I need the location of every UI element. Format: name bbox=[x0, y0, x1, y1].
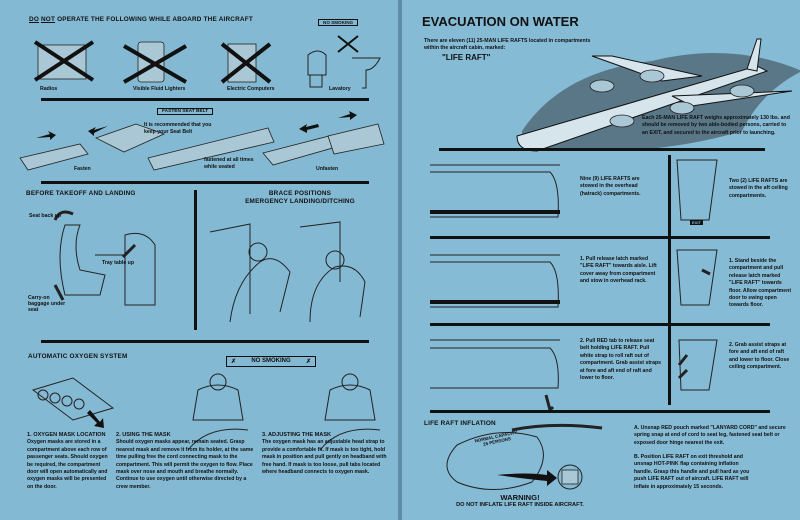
divider bbox=[668, 155, 671, 405]
seatbelt-note-bottom: fastened at all times while seated bbox=[204, 157, 254, 171]
seatbelt-note-top: It is recommended that you keep your Sea… bbox=[144, 122, 212, 136]
exit-label: EXIT bbox=[690, 220, 703, 225]
no-smoking-sign-oxygen: ✗ NO SMOKING ✗ bbox=[226, 356, 316, 367]
label-computers: Electric Computers bbox=[227, 86, 275, 92]
brace-position-illustration bbox=[209, 221, 366, 323]
overhead-step-2: 2. Pull RED tab to release seat belt hol… bbox=[580, 338, 662, 382]
step-text: Should oxygen masks appear, remain seate… bbox=[116, 439, 254, 490]
warning-title: WARNING! bbox=[500, 493, 540, 502]
divider bbox=[439, 148, 765, 151]
left-panel: DO NOT OPERATE THE FOLLOWING WHILE ABOAR… bbox=[0, 0, 398, 520]
overhead-stowed-text: Nine (9) LIFE RAFTS are stowed in the ov… bbox=[580, 176, 641, 197]
evacuation-intro: There are eleven (11) 25-MAN LIFE RAFTS … bbox=[424, 38, 591, 52]
oxygen-illustrations bbox=[31, 373, 381, 451]
no-smoking-icon: ✗ bbox=[231, 359, 237, 365]
step-text: The oxygen mask has an adjustable head s… bbox=[262, 439, 387, 476]
divider bbox=[41, 181, 369, 184]
warning-text: DO NOT INFLATE LIFE RAFT INSIDE AIRCRAFT… bbox=[456, 502, 584, 508]
label-unfasten: Unfasten bbox=[316, 166, 339, 172]
step-title: 3. ADJUSTING THE MASK bbox=[262, 432, 332, 438]
label-tray: Tray table up bbox=[102, 260, 134, 266]
seat-illustration bbox=[53, 210, 156, 306]
seatbelt-illustration bbox=[19, 111, 385, 171]
aft-stowed-text: Two (2) LIFE RAFTS are stowed in the aft… bbox=[729, 178, 788, 199]
lighter-icon bbox=[122, 41, 188, 84]
oxygen-step-3: 3. ADJUSTING THE MASK The oxygen mask ha… bbox=[262, 432, 394, 476]
title-do: DO bbox=[29, 16, 39, 23]
divider bbox=[41, 98, 369, 101]
divider bbox=[430, 323, 770, 326]
overhead-step-1: 1. Pull release latch marked "LIFE RAFT"… bbox=[580, 256, 657, 285]
oxygen-step-1: 1. OXYGEN MASK LOCATION Oxygen masks are… bbox=[27, 432, 109, 491]
radio-icon bbox=[33, 40, 95, 82]
step-text: Oxygen masks are stored in a compartment… bbox=[27, 439, 108, 490]
brace-title: BRACE POSITIONS EMERGENCY LANDING/DITCHI… bbox=[205, 190, 395, 206]
oxygen-step-2: 2. USING THE MASK Should oxygen masks ap… bbox=[116, 432, 256, 491]
life-raft-illustration bbox=[446, 423, 603, 490]
title-rest: OPERATE THE FOLLOWING WHILE ABOARD THE A… bbox=[57, 16, 253, 23]
step-title: 2. USING THE MASK bbox=[116, 432, 171, 438]
oxygen-title: AUTOMATIC OXYGEN SYSTEM bbox=[28, 353, 128, 360]
brace-title-2: EMERGENCY LANDING/DITCHING bbox=[245, 198, 355, 205]
label-baggage: Carry-on baggage under seat bbox=[28, 295, 66, 313]
raft-weight-note: Each 25-MAN LIFE RAFT weighs approximate… bbox=[642, 115, 790, 136]
label-lighters: Visible Fluid Lighters bbox=[133, 86, 186, 92]
aft-step-2: 2. Grab assist straps at fore and aft en… bbox=[729, 342, 790, 371]
aircraft-water-illustration bbox=[516, 38, 800, 152]
no-smoking-label: NO SMOKING bbox=[251, 358, 291, 364]
inflation-step-b: B. Position LIFE RAFT on exit threshold … bbox=[634, 454, 750, 490]
aft-step-1: 1. Stand beside the compartment and pull… bbox=[729, 258, 792, 309]
divider bbox=[430, 236, 770, 239]
no-smoking-icon: ✗ bbox=[305, 359, 311, 365]
label-lavatory: Lavatory bbox=[329, 86, 351, 92]
label-radios: Radios bbox=[40, 86, 58, 92]
inflation-title: LIFE RAFT INFLATION bbox=[424, 420, 496, 427]
brace-title-1: BRACE POSITIONS bbox=[268, 190, 332, 197]
step-title: 1. OXYGEN MASK LOCATION bbox=[27, 432, 106, 438]
lavatory-icon bbox=[307, 35, 381, 89]
calculator-icon bbox=[220, 42, 272, 84]
divider bbox=[194, 190, 197, 330]
title-not: NOT bbox=[40, 16, 56, 23]
label-seat-back: Seat back up bbox=[29, 213, 62, 219]
no-smoking-sign: NO SMOKING bbox=[318, 19, 359, 26]
warning: WARNING! DO NOT INFLATE LIFE RAFT INSIDE… bbox=[420, 493, 620, 508]
divider bbox=[430, 410, 770, 413]
prohibited-title: DO NOT OPERATE THE FOLLOWING WHILE ABOAR… bbox=[29, 16, 253, 23]
overhead-compartment-illustrations bbox=[430, 164, 560, 413]
fasten-seat-belt-sign: FASTEN SEAT BELT bbox=[157, 108, 214, 115]
inflation-step-a: A. Unsnap RED pouch marked "LANYARD CORD… bbox=[634, 425, 786, 446]
evacuation-title: EVACUATION ON WATER bbox=[422, 14, 579, 29]
divider bbox=[41, 340, 369, 343]
aft-ceiling-illustrations bbox=[676, 159, 718, 391]
takeoff-title: BEFORE TAKEOFF AND LANDING bbox=[26, 190, 136, 197]
label-fasten: Fasten bbox=[74, 166, 91, 172]
right-panel: EVACUATION ON WATER There are eleven (11… bbox=[402, 0, 800, 520]
life-raft-marking: "LIFE RAFT" bbox=[442, 53, 491, 62]
